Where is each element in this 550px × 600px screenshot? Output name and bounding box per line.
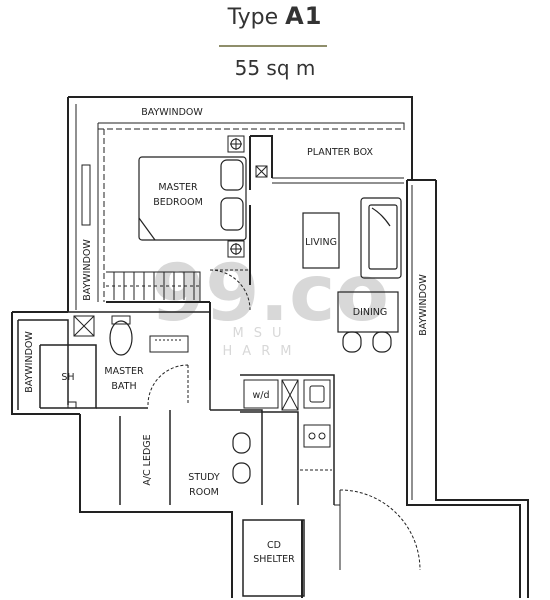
dining-label: DINING xyxy=(353,307,388,318)
unit-area: 55 sq m xyxy=(234,56,316,80)
living-room xyxy=(302,197,402,279)
watermark: 99.co MSU HARM xyxy=(151,249,389,359)
study-room xyxy=(209,380,263,505)
bed xyxy=(138,156,247,241)
baywindow-bath-label: BAYWINDOW xyxy=(24,331,35,393)
dining-area xyxy=(337,291,399,353)
master-bedroom-label-1: MASTER xyxy=(158,182,198,193)
study-room-label-1: STUDY xyxy=(188,472,220,483)
baywindow-right-label: BAYWINDOW xyxy=(418,274,429,336)
cd-shelter-label-1: CD xyxy=(267,540,281,551)
master-bath xyxy=(17,311,210,410)
plan-header: Type A1 55 sq m xyxy=(0,0,550,90)
washer-dryer-label: w/d xyxy=(252,390,269,401)
baywindow-top-label: BAYWINDOW xyxy=(141,107,203,118)
watermark-sub1: MSU xyxy=(233,326,292,341)
baywindow-top xyxy=(97,122,405,302)
master-bath-label-2: BATH xyxy=(111,381,136,392)
watermark-main: 99.co xyxy=(151,249,389,339)
outer-walls xyxy=(11,96,529,598)
title-divider xyxy=(219,45,327,47)
living-label: LIVING xyxy=(305,237,337,248)
ac-ledge xyxy=(119,410,171,505)
type-code: A1 xyxy=(285,2,323,30)
kitchen xyxy=(240,374,335,505)
bedroom-door xyxy=(209,269,251,311)
wardrobe xyxy=(106,271,201,302)
planter-box-label: PLANTER BOX xyxy=(307,147,373,158)
cd-shelter xyxy=(242,519,305,597)
master-bedroom-walls xyxy=(106,135,273,380)
ac-ledge-label: A/C LEDGE xyxy=(142,434,153,485)
entrance-door xyxy=(334,489,421,571)
master-bedroom-label-2: BEDROOM xyxy=(153,197,203,208)
bedside-tables xyxy=(227,135,245,258)
planter-box xyxy=(255,165,404,184)
shower-label: SH xyxy=(61,372,74,383)
study-room-label-2: ROOM xyxy=(189,487,219,498)
cd-shelter-label-2: SHELTER xyxy=(253,554,295,565)
unit-type-title: Type A1 xyxy=(0,2,550,30)
master-bath-label-1: MASTER xyxy=(104,366,144,377)
baywindow-left-label: BAYWINDOW xyxy=(82,239,93,301)
watermark-sub2: HARM xyxy=(223,344,302,359)
baywindow-left xyxy=(75,104,91,310)
type-word: Type xyxy=(227,5,279,30)
